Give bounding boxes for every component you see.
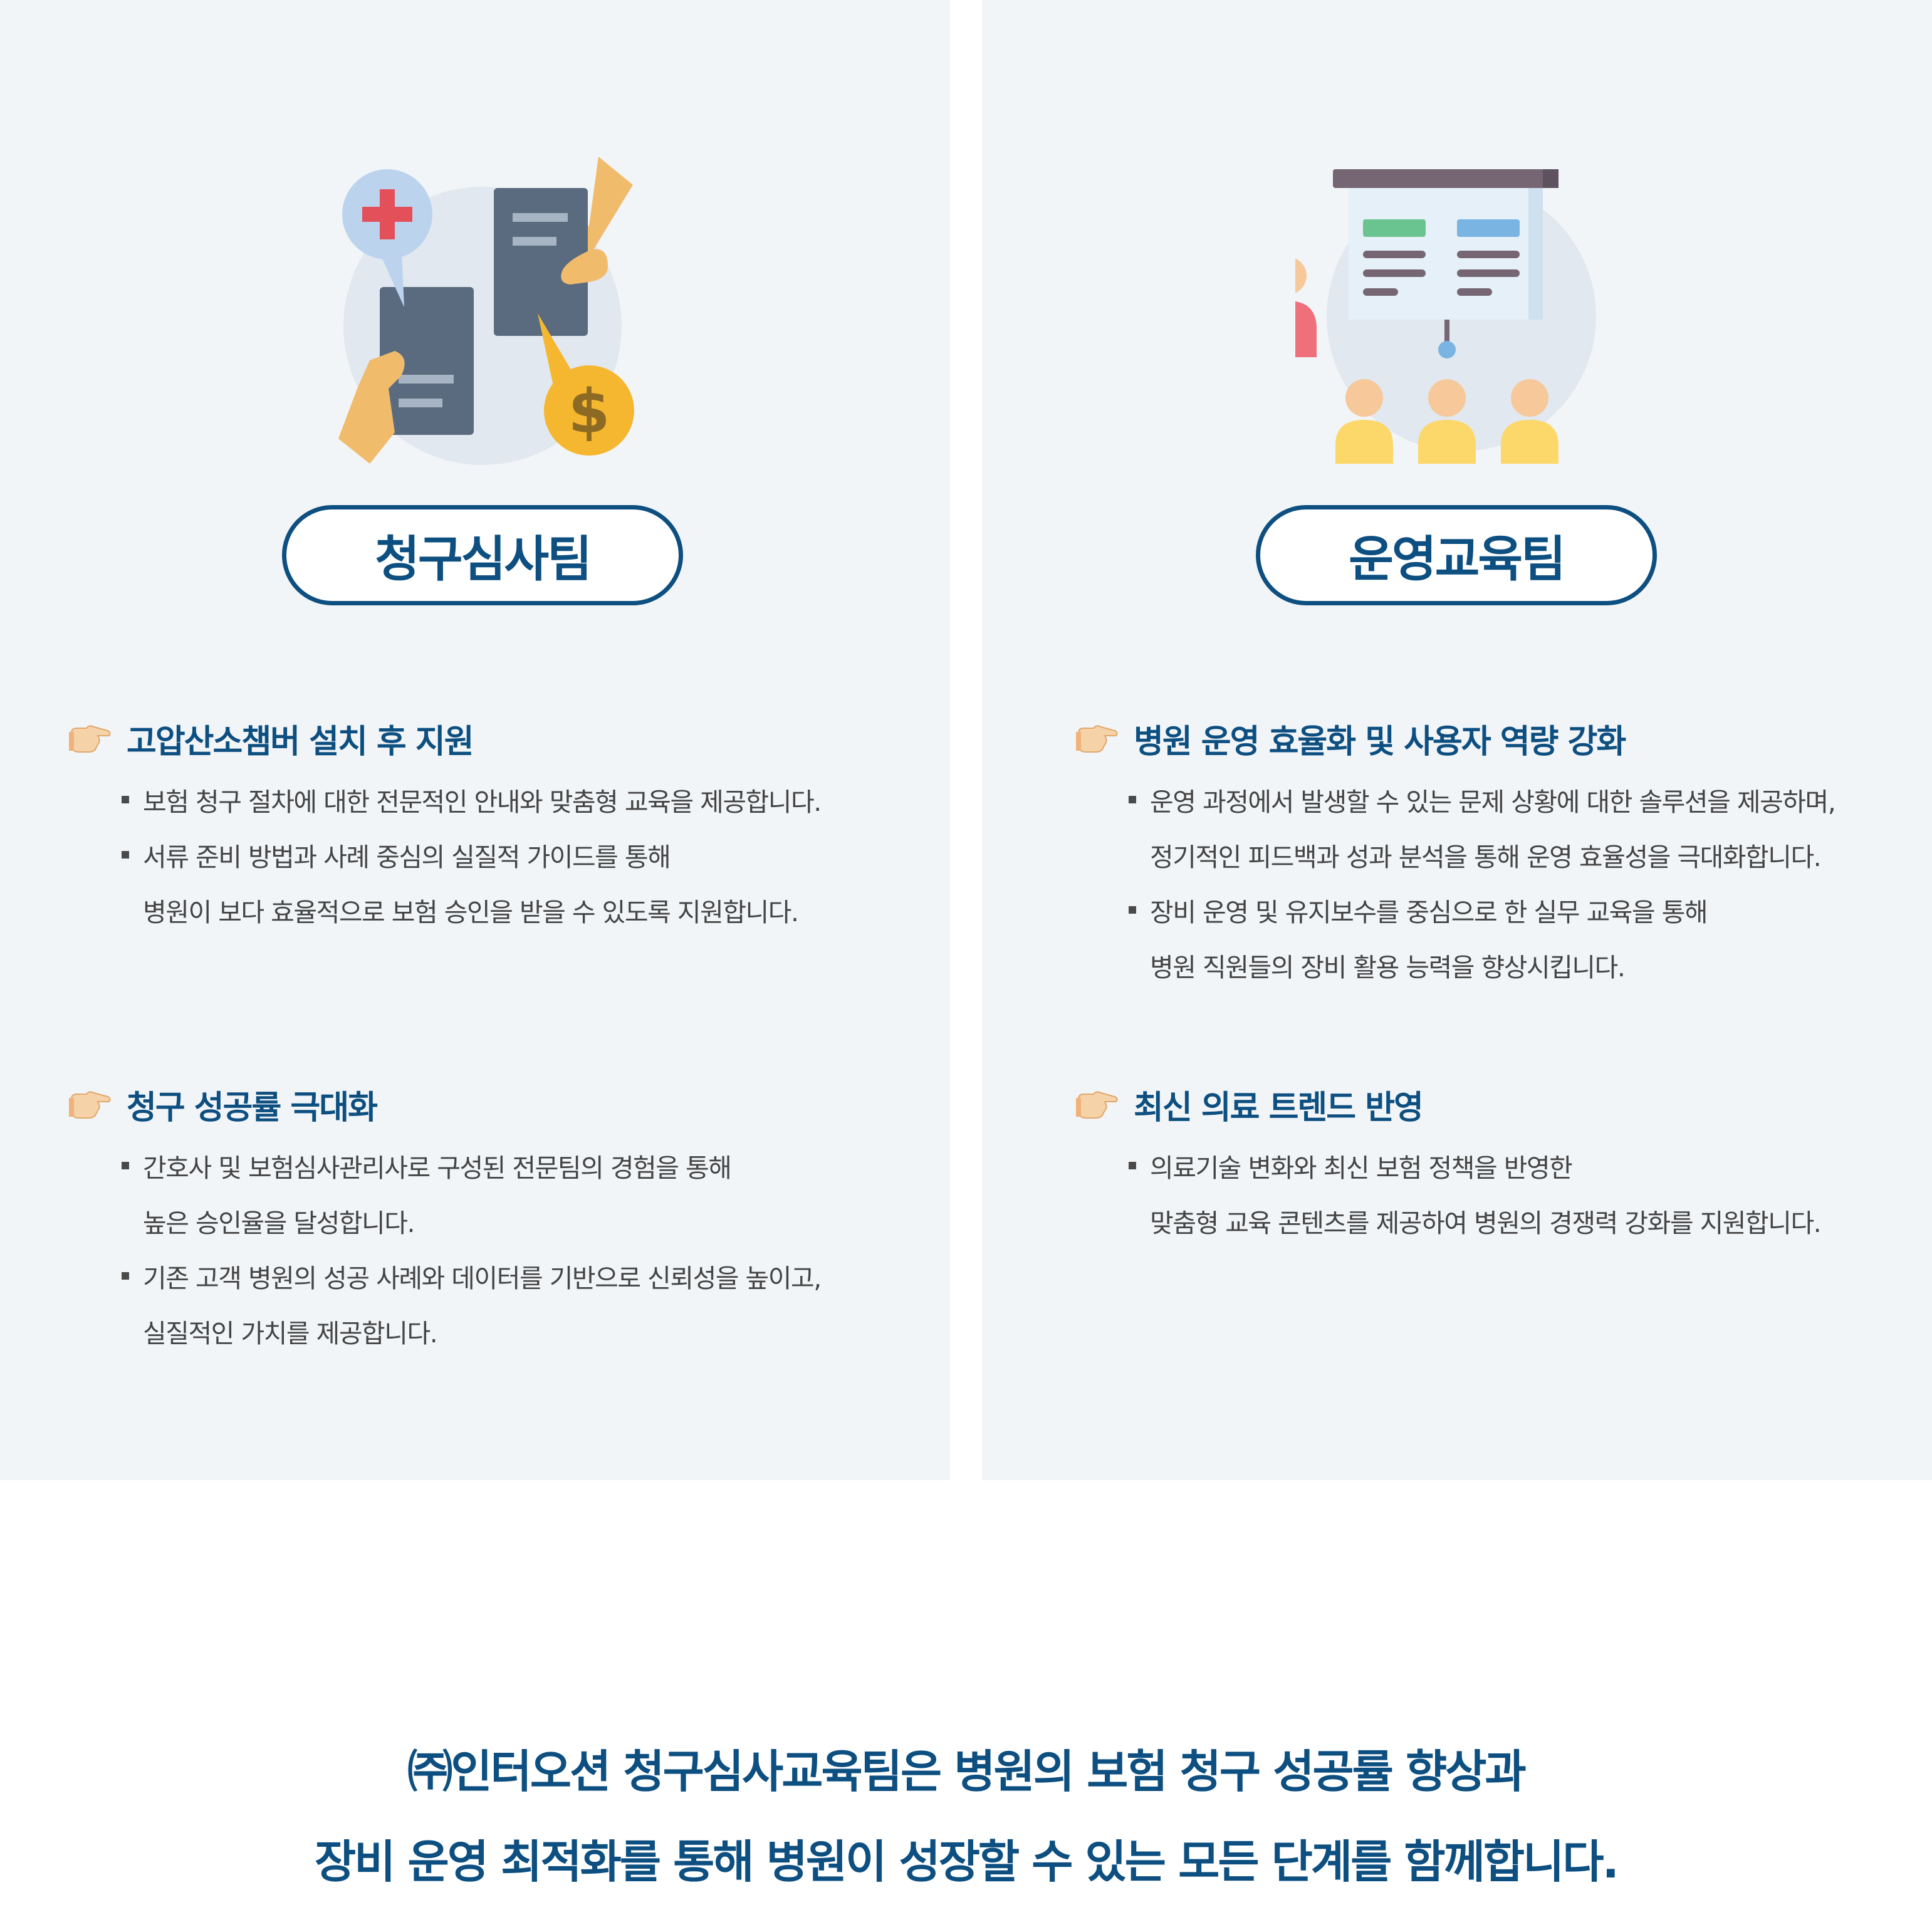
footer-statement-line-1: ㈜인터오션 청구심사교육팀은 병원의 보험 청구 성공률 향상과 bbox=[407, 1745, 1526, 1798]
svg-text:$: $ bbox=[568, 377, 610, 447]
team-panel-claims: $ 청구심사팀 고압산소챔버 설치 후 지원 보험 청구 절차에 대한 전문적인… bbox=[0, 0, 950, 1480]
presentation-board-icon bbox=[1295, 150, 1621, 476]
pointing-hand-icon bbox=[1075, 1088, 1120, 1120]
document-exchange-icon: $ bbox=[313, 150, 639, 476]
list-item: 의료기술 변화와 최신 보험 정책을 반영한 맞춤형 교육 콘텐츠를 제공하여 … bbox=[1129, 1141, 1914, 1251]
pointing-hand-icon bbox=[1075, 722, 1120, 755]
pointing-hand-icon bbox=[68, 1088, 113, 1120]
pointing-hand-icon bbox=[68, 722, 113, 755]
section-title: 청구 성공률 극대화 bbox=[127, 1089, 378, 1127]
list-item: 간호사 및 보험심사관리사로 구성된 전문팀의 경험을 통해 높은 승인율을 달… bbox=[122, 1141, 932, 1251]
list-item: 운영 과정에서 발생할 수 있는 문제 상황에 대한 솔루션을 제공하며, 정기… bbox=[1129, 775, 1914, 885]
list-item: 장비 운영 및 유지보수를 중심으로 한 실무 교육을 통해 병원 직원들의 장… bbox=[1129, 885, 1914, 995]
section-claim-success: 청구 성공률 극대화 간호사 및 보험심사관리사로 구성된 전문팀의 경험을 통… bbox=[68, 1079, 932, 1361]
footer-statement-line-2: 장비 운영 최적화를 통해 병원이 성장할 수 있는 모든 단계를 함께합니다. bbox=[315, 1835, 1619, 1888]
team-panel-operations: 운영교육팀 bbox=[982, 0, 1932, 1480]
section-hyperbaric-support: 고압산소챔버 설치 후 지원 보험 청구 절차에 대한 전문적인 안내와 맞춤형… bbox=[68, 713, 932, 940]
team-title-claims: 청구심사팀 bbox=[282, 505, 683, 605]
list-item: 보험 청구 절차에 대한 전문적인 안내와 맞춤형 교육을 제공합니다. bbox=[122, 775, 932, 830]
section-operation-efficiency: 병원 운영 효율화 및 사용자 역량 강화 운영 과정에서 발생할 수 있는 문… bbox=[1075, 713, 1914, 995]
list-item: 서류 준비 방법과 사례 중심의 실질적 가이드를 통해 병원이 보다 효율적으… bbox=[122, 830, 932, 940]
section-title: 병원 운영 효율화 및 사용자 역량 강화 bbox=[1134, 723, 1626, 761]
section-medical-trends: 최신 의료 트렌드 반영 의료기술 변화와 최신 보험 정책을 반영한 맞춤형 … bbox=[1075, 1079, 1914, 1251]
section-title: 고압산소챔버 설치 후 지원 bbox=[127, 723, 474, 761]
section-title: 최신 의료 트렌드 반영 bbox=[1134, 1089, 1424, 1127]
team-title-operations: 운영교육팀 bbox=[1256, 505, 1657, 605]
list-item: 기존 고객 병원의 성공 사례와 데이터를 기반으로 신뢰성을 높이고, 실질적… bbox=[122, 1251, 932, 1361]
